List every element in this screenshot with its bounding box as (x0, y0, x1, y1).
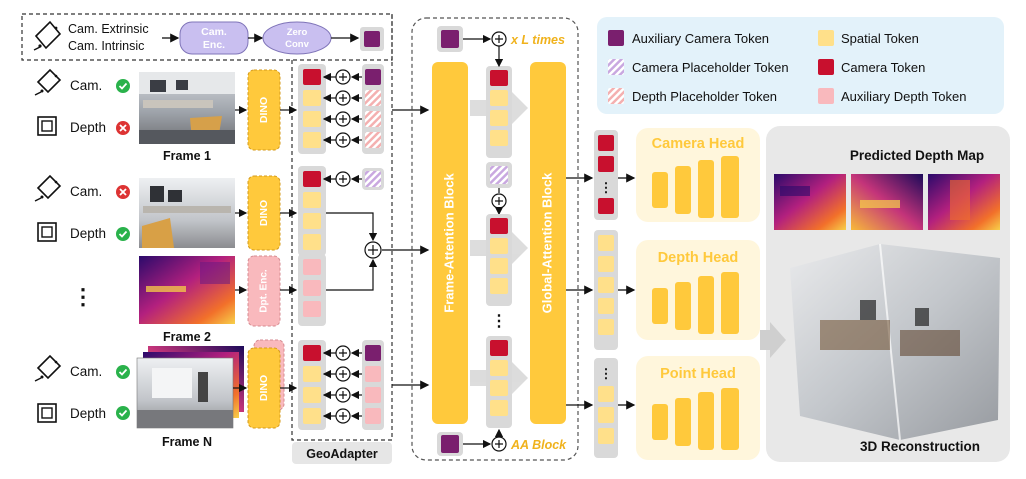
output-panel: Predicted Depth Map 3D Reconstruction (760, 126, 1010, 462)
point-head: Point Head (636, 356, 760, 460)
legend-aux-camera: Auxiliary Camera Token (632, 31, 769, 46)
camera-icon (34, 68, 62, 96)
frame-images: Frame 1 Frame 2 Frame N (136, 72, 244, 449)
frame-attention-label: Frame-Attention Block (441, 173, 456, 313)
legend-aux-depth: Auxiliary Depth Token (841, 89, 967, 104)
frame2-photo (139, 178, 235, 248)
legend-camera-placeholder: Camera Placeholder Token (632, 60, 789, 75)
dino-label-n: DINO (258, 375, 270, 401)
dino-label-2: DINO (258, 200, 270, 226)
depth-head-label: Depth Head (658, 250, 739, 266)
cam-enc-line1: Cam. (201, 26, 227, 38)
reconstruction-label: 3D Reconstruction (860, 439, 980, 454)
depth-label-1: Depth (70, 120, 106, 135)
camera-param-input: Cam. Extrinsic Cam. Intrinsic Cam. Enc. … (21, 13, 393, 61)
predicted-depth-thumbnails (774, 174, 1000, 230)
frame1-photo (139, 72, 235, 144)
frame2-label: Frame 2 (163, 330, 211, 344)
zero-conv: Zero Conv (262, 21, 332, 55)
camera-frustum-icon (33, 20, 62, 51)
depth-icon (37, 403, 57, 423)
cam-label-2: Cam. (70, 184, 102, 199)
frame1-label: Frame 1 (163, 149, 211, 163)
global-attention-label: Global-Attention Block (539, 172, 554, 314)
legend-camera: Camera Token (841, 60, 925, 75)
check-icon (116, 79, 130, 93)
zero-conv-line1: Zero (287, 27, 308, 38)
aux-camera-token (364, 31, 380, 47)
dpt-enc-label: Dpt. Enc. (259, 269, 270, 313)
aa-ellipsis: ⋮ (491, 313, 507, 330)
x-l-times-label: x L times (510, 33, 565, 47)
aa-to-tokens-arrows (566, 173, 636, 410)
cam-intrinsic-label: Cam. Intrinsic (68, 39, 144, 53)
encoders: DINO DINO Dpt. Enc. DINO (247, 69, 285, 429)
depth-icon (37, 222, 57, 242)
camera-head: Camera Head (636, 128, 760, 222)
cam-extrinsic-label: Cam. Extrinsic (68, 22, 149, 36)
check-icon (116, 227, 130, 241)
cam-label-1: Cam. (70, 78, 102, 93)
legend: Auxiliary Camera Token Spatial Token Cam… (597, 17, 1004, 114)
dino-label-1: DINO (258, 97, 270, 123)
cam-label-n: Cam. (70, 364, 102, 379)
to-aa-arrows (382, 105, 430, 390)
camera-head-label: Camera Head (652, 136, 745, 152)
out-ellipsis-1: ⋮ (600, 180, 613, 195)
legend-depth-placeholder: Depth Placeholder Token (632, 89, 777, 104)
depth-head: Depth Head (636, 240, 760, 340)
legend-spatial: Spatial Token (841, 31, 919, 46)
aa-block-label: AA Block (510, 438, 567, 452)
frame2-depth-map (139, 256, 235, 324)
frames-ellipsis: ⋮ (72, 284, 94, 309)
reconstruction-pointcloud (790, 243, 1000, 441)
frameN-label: Frame N (162, 435, 212, 449)
input-icons: Cam. Depth Cam. Depth ⋮ (34, 68, 130, 423)
geoadapter: GeoAdapter (292, 64, 392, 464)
out-ellipsis-3: ⋮ (600, 366, 613, 381)
camera-icon (34, 174, 62, 202)
camera-encoder: Cam. Enc. (179, 21, 249, 55)
encoder-arrows (233, 105, 298, 393)
cam-enc-line2: Enc. (203, 39, 225, 51)
output-tokens: ⋮ ⋮ (594, 130, 618, 458)
predicted-depth-label: Predicted Depth Map (850, 148, 984, 163)
frameN-stack (136, 346, 244, 429)
camera-icon (34, 354, 62, 382)
depth-icon (37, 116, 57, 136)
depth-label-n: Depth (70, 406, 106, 421)
point-head-label: Point Head (660, 366, 736, 382)
check-icon (116, 365, 130, 379)
check-icon (116, 406, 130, 420)
depth-label-2: Depth (70, 226, 106, 241)
geoadapter-label: GeoAdapter (306, 447, 378, 461)
aa-block: Frame-Attention Block Global-Attention B… (411, 17, 579, 461)
zero-conv-line2: Conv (285, 39, 309, 50)
